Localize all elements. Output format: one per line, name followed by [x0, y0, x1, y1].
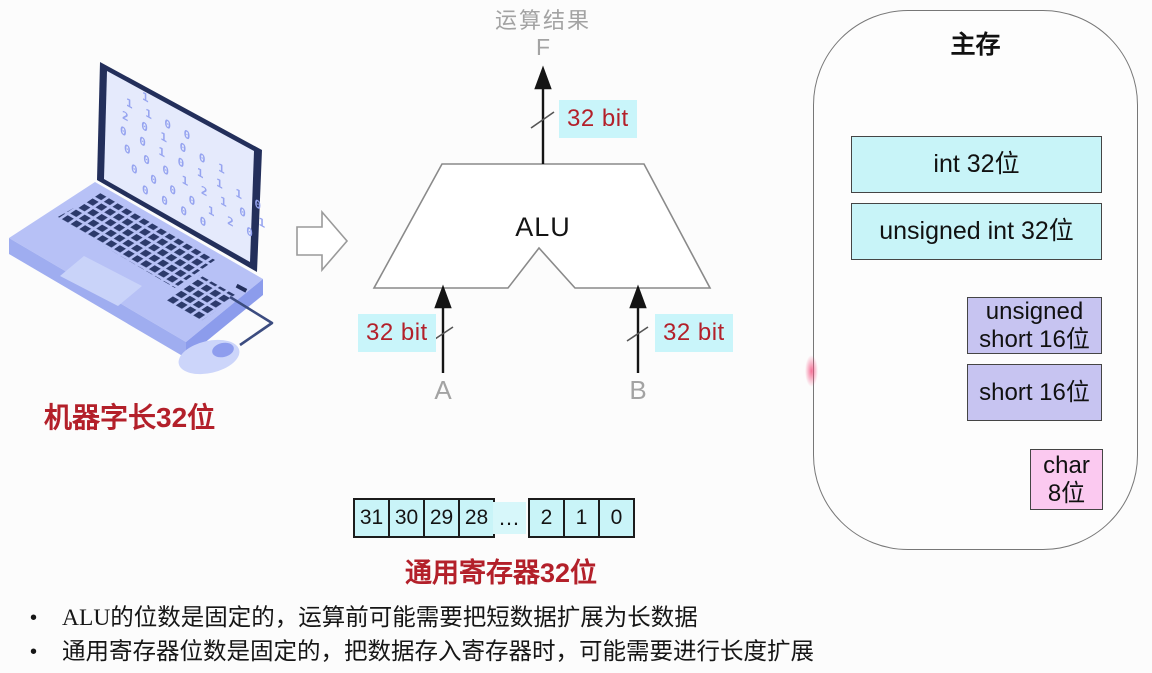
main-memory-title: 主存: [950, 31, 1001, 59]
laptop-deck-front: [9, 238, 186, 358]
machine-word-caption: 机器字长32位: [44, 402, 216, 433]
register-cell: 30: [388, 498, 425, 538]
svg-text:1: 1: [142, 89, 152, 107]
laptop-keyboard: [56, 193, 215, 288]
result-label: 运算结果: [494, 8, 591, 33]
register-cell: 0: [598, 498, 635, 538]
pointer-mark: [805, 355, 818, 387]
register-cell: 1: [563, 498, 600, 538]
memory-block-int: int 32位: [851, 136, 1102, 193]
output-arrowhead: [534, 65, 552, 90]
mouse-scroll: [212, 342, 234, 358]
memory-block-unsigned-short: unsigned short 16位: [967, 297, 1102, 354]
flow-arrow: [296, 209, 349, 273]
alu-label: ALU: [515, 212, 571, 242]
laptop-numpad: [164, 275, 237, 321]
bus-width-a-label: 32 bit: [358, 314, 436, 352]
bus-width-b-label: 32 bit: [655, 314, 733, 352]
input-a-arrowhead: [434, 284, 452, 309]
slash-b: [626, 326, 649, 342]
register-cell: 31: [353, 498, 390, 538]
register-bits: 31 30 29 28 … 2 1 0: [353, 498, 635, 538]
slash-out: [530, 111, 555, 129]
input-a-label: A: [434, 375, 452, 405]
register-caption: 通用寄存器32位: [404, 558, 598, 588]
bus-arrows: [434, 65, 647, 373]
input-b-arrowhead: [629, 284, 647, 309]
main-memory-panel: 主存 int 32位 unsigned int 32位 unsigned sho…: [813, 10, 1138, 550]
laptop-touchpad: [60, 256, 142, 306]
laptop-port: [235, 283, 248, 293]
bus-width-out-label: 32 bit: [559, 100, 637, 138]
output-port-label: F: [535, 34, 551, 60]
note-text: ALU的位数是固定的，运算前可能需要把短数据扩展为长数据: [62, 605, 698, 631]
laptop-deck-side: [186, 279, 263, 358]
note-item: 通用寄存器位数是固定的，把数据存入寄存器时，可能需要进行长度扩展: [30, 635, 1140, 669]
register-cell-ellipsis: …: [493, 502, 526, 534]
memory-block-unsigned-int: unsigned int 32位: [851, 203, 1102, 260]
note-text: 通用寄存器位数是固定的，把数据存入寄存器时，可能需要进行长度扩展: [62, 639, 814, 665]
note-item: ALU的位数是固定的，运算前可能需要把短数据扩展为长数据: [30, 601, 1140, 635]
alu-trapezoid: [372, 163, 712, 289]
memory-block-char: char 8位: [1030, 449, 1103, 510]
mouse-cable: [229, 295, 274, 347]
memory-block-short: short 16位: [967, 364, 1102, 421]
register-cell: 29: [423, 498, 460, 538]
laptop-illustration: 1 1 1 0 0 2 0 1 0 0 1 0 0 1 0 1 1 1 0 0 …: [9, 62, 274, 375]
notes-list: ALU的位数是固定的，运算前可能需要把短数据扩展为长数据 通用寄存器位数是固定的…: [30, 601, 1140, 669]
register-cell: 2: [528, 498, 565, 538]
laptop-screen: [104, 71, 254, 262]
input-b-label: B: [629, 375, 647, 405]
register-cell: 28: [458, 498, 495, 538]
